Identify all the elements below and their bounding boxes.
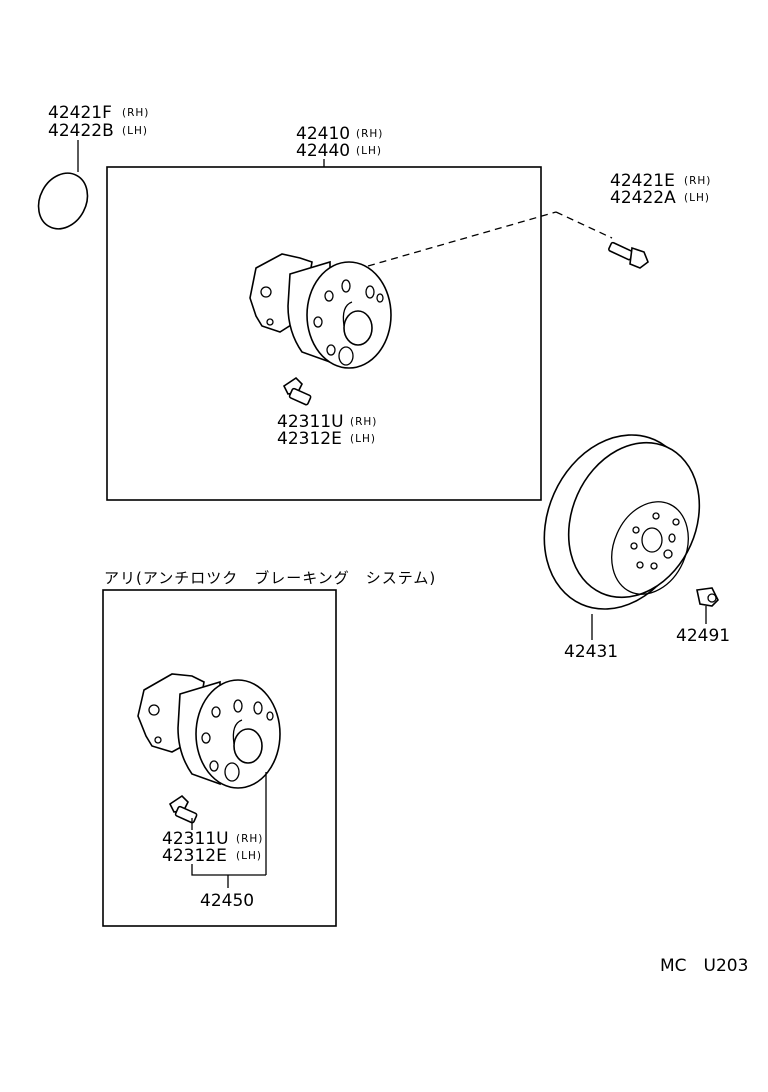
plug-part[interactable] <box>696 587 719 607</box>
hub-bearing-drawing[interactable] <box>249 253 392 369</box>
hub-stud-part[interactable] <box>282 376 312 406</box>
plug-group: 42491 <box>676 587 730 646</box>
snap-ring-rh-part[interactable]: 42421F <box>48 103 112 123</box>
abs-group: アリ(アンチロツク ブレーキング システム) 42311U (RH) 4231 <box>102 569 436 927</box>
hub-bolt-rh-part[interactable]: 42421E <box>610 171 675 191</box>
hub-stud-lh-side: (LH) <box>350 433 376 445</box>
abs-bracket-line <box>191 864 266 876</box>
hub-bolt-group: 42421E (RH) 42422A (LH) <box>555 171 711 269</box>
hub-bolt-leader <box>555 211 613 239</box>
plug-part-number[interactable]: 42491 <box>676 626 730 646</box>
hub-assembly-lh-side: (LH) <box>356 145 382 157</box>
hub-assembly-rh-side: (RH) <box>356 128 383 140</box>
abs-stud-rh-side: (RH) <box>236 833 263 845</box>
hub-stud-rh-side: (RH) <box>350 416 377 428</box>
hub-assembly-rh-part[interactable]: 42410 <box>296 124 350 144</box>
figure-code: MC U203 <box>660 956 748 976</box>
snap-ring-part[interactable] <box>29 165 97 238</box>
abs-hub-assembly-part-number[interactable]: 42450 <box>200 891 254 911</box>
hub-assembly-box <box>106 166 542 501</box>
snap-ring-lh-part[interactable]: 42422B <box>48 121 114 141</box>
disc-part-number[interactable]: 42431 <box>564 642 618 662</box>
abs-stud-lh-part[interactable]: 42312E <box>162 846 227 866</box>
hub-stud-lh-part[interactable]: 42312E <box>277 429 342 449</box>
abs-stud-lh-side: (LH) <box>236 850 262 862</box>
hub-bolt-dashed-leader <box>367 211 557 267</box>
abs-hub-bearing-drawing[interactable] <box>137 673 281 789</box>
abs-stud-part[interactable] <box>168 794 198 824</box>
hub-assembly-group: 42410 (RH) 42440 (LH) 423 <box>106 124 557 501</box>
hub-assembly-lh-part[interactable]: 42440 <box>296 141 350 161</box>
hub-stud-rh-part[interactable]: 42311U <box>277 412 344 432</box>
abs-caption: アリ(アンチロツク ブレーキング システム) <box>104 569 436 587</box>
abs-box <box>102 589 337 927</box>
hub-bolt-lh-part[interactable]: 42422A <box>610 188 676 208</box>
abs-stud-rh-part[interactable]: 42311U <box>162 829 229 849</box>
hub-bolt-lh-side: (LH) <box>684 192 710 204</box>
hub-bolt-part[interactable] <box>608 241 649 269</box>
snap-ring-group: 42421F (RH) 42422B (LH) <box>29 103 149 238</box>
snap-ring-rh-side: (RH) <box>122 107 149 119</box>
snap-ring-lh-side: (LH) <box>122 125 148 137</box>
disc-rotor-part[interactable] <box>517 411 723 632</box>
hub-bolt-rh-side: (RH) <box>684 175 711 187</box>
disc-group: 42431 <box>517 411 723 662</box>
